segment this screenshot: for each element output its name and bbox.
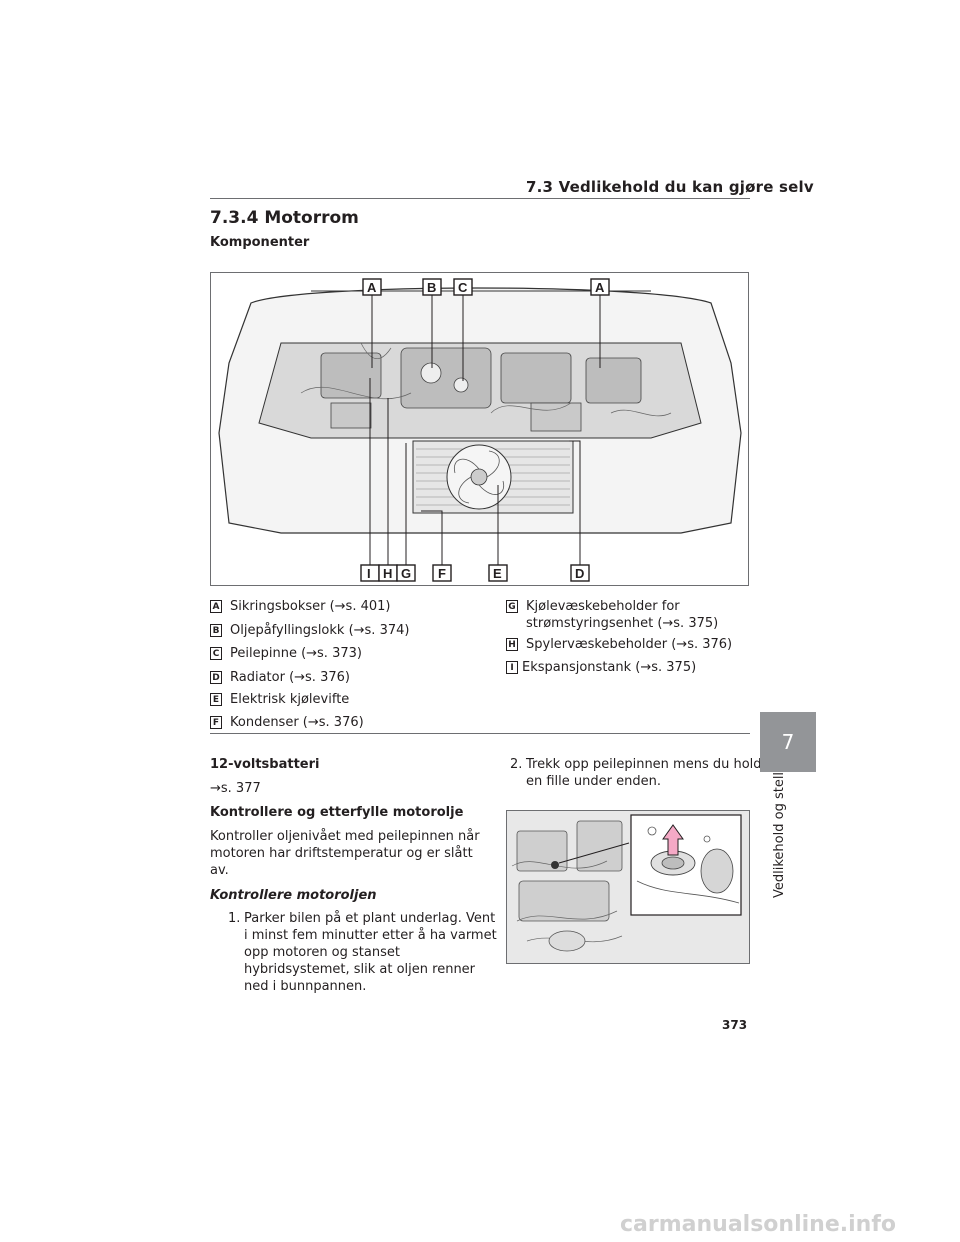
label-c-top: C — [453, 278, 473, 296]
label-text: A — [595, 280, 605, 295]
legend-item-i: I Ekspansjonstank (→s. 375) — [506, 659, 696, 676]
engine-bay-figure: A B C A I H G — [210, 272, 749, 586]
label-g-bottom: G — [396, 564, 416, 582]
label-text: I — [367, 566, 371, 581]
chapter-header: 7.3 Vedlikehold du kan gjøre selv — [526, 178, 814, 196]
legend-key: G — [506, 600, 518, 613]
legend-item-g: G Kjølevæskebeholder for strømstyringsenh… — [506, 598, 718, 632]
label-d-bottom: D — [570, 564, 590, 582]
step-2-number: 2. — [510, 757, 523, 772]
label-f-bottom: F — [432, 564, 452, 582]
step-1-line: Parker bilen på et plant underlag. Vent — [244, 911, 496, 926]
legend-text: Kondenser (→s. 376) — [230, 715, 364, 730]
label-text: E — [493, 566, 502, 581]
label-text: F — [438, 566, 446, 581]
label-h-bottom: H — [378, 564, 398, 582]
legend-item-c: C Peilepinne (→s. 373) — [210, 645, 362, 662]
step-1-line: ned i bunnpannen. — [244, 979, 367, 994]
step-2-line: Trekk opp peilepinnen mens du holder — [526, 757, 775, 772]
label-text: D — [575, 566, 584, 581]
oil-heading: Kontrollere og etterfylle motorolje — [210, 805, 464, 820]
oil-intro-line-1: Kontroller oljenivået med peilepinnen nå… — [210, 829, 480, 844]
legend-text: Oljepåfyllingslokk (→s. 374) — [230, 623, 410, 638]
legend-text: Radiator (→s. 376) — [230, 670, 350, 685]
chapter-tab-label: Vedlikehold og stell — [772, 772, 792, 908]
legend-key: I — [506, 661, 518, 674]
legend-text: Kjølevæskebeholder for — [526, 599, 680, 614]
check-heading: Kontrollere motoroljen — [210, 888, 377, 903]
legend-key: E — [210, 693, 222, 706]
step-1-line: opp motoren og stanset — [244, 945, 400, 960]
label-text: H — [383, 566, 392, 581]
legend-key: F — [210, 716, 222, 729]
label-text: B — [427, 280, 436, 295]
legend-rule — [210, 733, 750, 734]
legend-key: B — [210, 624, 222, 637]
subheading: Komponenter — [210, 235, 310, 250]
page-number: 373 — [722, 1018, 748, 1032]
step-2-line: en fille under enden. — [526, 774, 661, 789]
legend-item-h: H Spylervæskebeholder (→s. 376) — [506, 636, 732, 653]
legend-item-a: A Sikringsbokser (→s. 401) — [210, 598, 390, 615]
label-text: A — [367, 280, 377, 295]
legend-text-cont: strømstyringsenhet (→s. 375) — [526, 616, 719, 631]
dipstick-illustration — [507, 811, 749, 963]
chapter-tab-label-text: Vedlikehold og stell — [772, 771, 787, 898]
battery-ref: →s. 377 — [210, 781, 261, 796]
legend-key: A — [210, 600, 222, 613]
legend-text: Ekspansjonstank (→s. 375) — [522, 660, 697, 675]
legend-text: Sikringsbokser (→s. 401) — [230, 599, 391, 614]
step-1-line: i minst fem minutter etter å ha varmet — [244, 928, 497, 943]
label-a-top-left: A — [362, 278, 382, 296]
legend-item-f: F Kondenser (→s. 376) — [210, 714, 364, 731]
battery-heading: 12-voltsbatteri — [210, 757, 320, 772]
legend-item-e: E Elektrisk kjølevifte — [210, 691, 349, 708]
legend-text: Spylervæskebeholder (→s. 376) — [526, 637, 733, 652]
label-b-top: B — [422, 278, 442, 296]
oil-intro-line-2: motoren har driftstemperatur og er slått — [210, 846, 473, 861]
oil-intro-line-3: av. — [210, 863, 229, 878]
legend-item-b: B Oljepåfyllingslokk (→s. 374) — [210, 622, 409, 639]
label-e-bottom: E — [488, 564, 508, 582]
section-title: 7.3.4 Motorrom — [210, 208, 359, 228]
label-a-top-right: A — [590, 278, 610, 296]
step-1-line: hybridsystemet, slik at oljen renner — [244, 962, 476, 977]
step-1-number: 1. — [228, 911, 241, 926]
chapter-tab[interactable]: 7 — [760, 712, 816, 772]
legend-text: Peilepinne (→s. 373) — [230, 646, 362, 661]
legend-item-d: D Radiator (→s. 376) — [210, 669, 350, 686]
label-i-bottom: I — [360, 564, 380, 582]
header-rule — [210, 198, 750, 199]
label-text: C — [458, 280, 468, 295]
label-text: G — [401, 566, 411, 581]
watermark: carmanualsonline.info — [620, 1212, 896, 1237]
legend-key: C — [210, 647, 222, 660]
legend-text: Elektrisk kjølevifte — [230, 692, 350, 707]
dipstick-figure — [506, 810, 750, 964]
legend-key: D — [210, 671, 222, 684]
engine-bay-illustration: A B C A I H G — [218, 278, 742, 582]
legend-key: H — [506, 638, 518, 651]
